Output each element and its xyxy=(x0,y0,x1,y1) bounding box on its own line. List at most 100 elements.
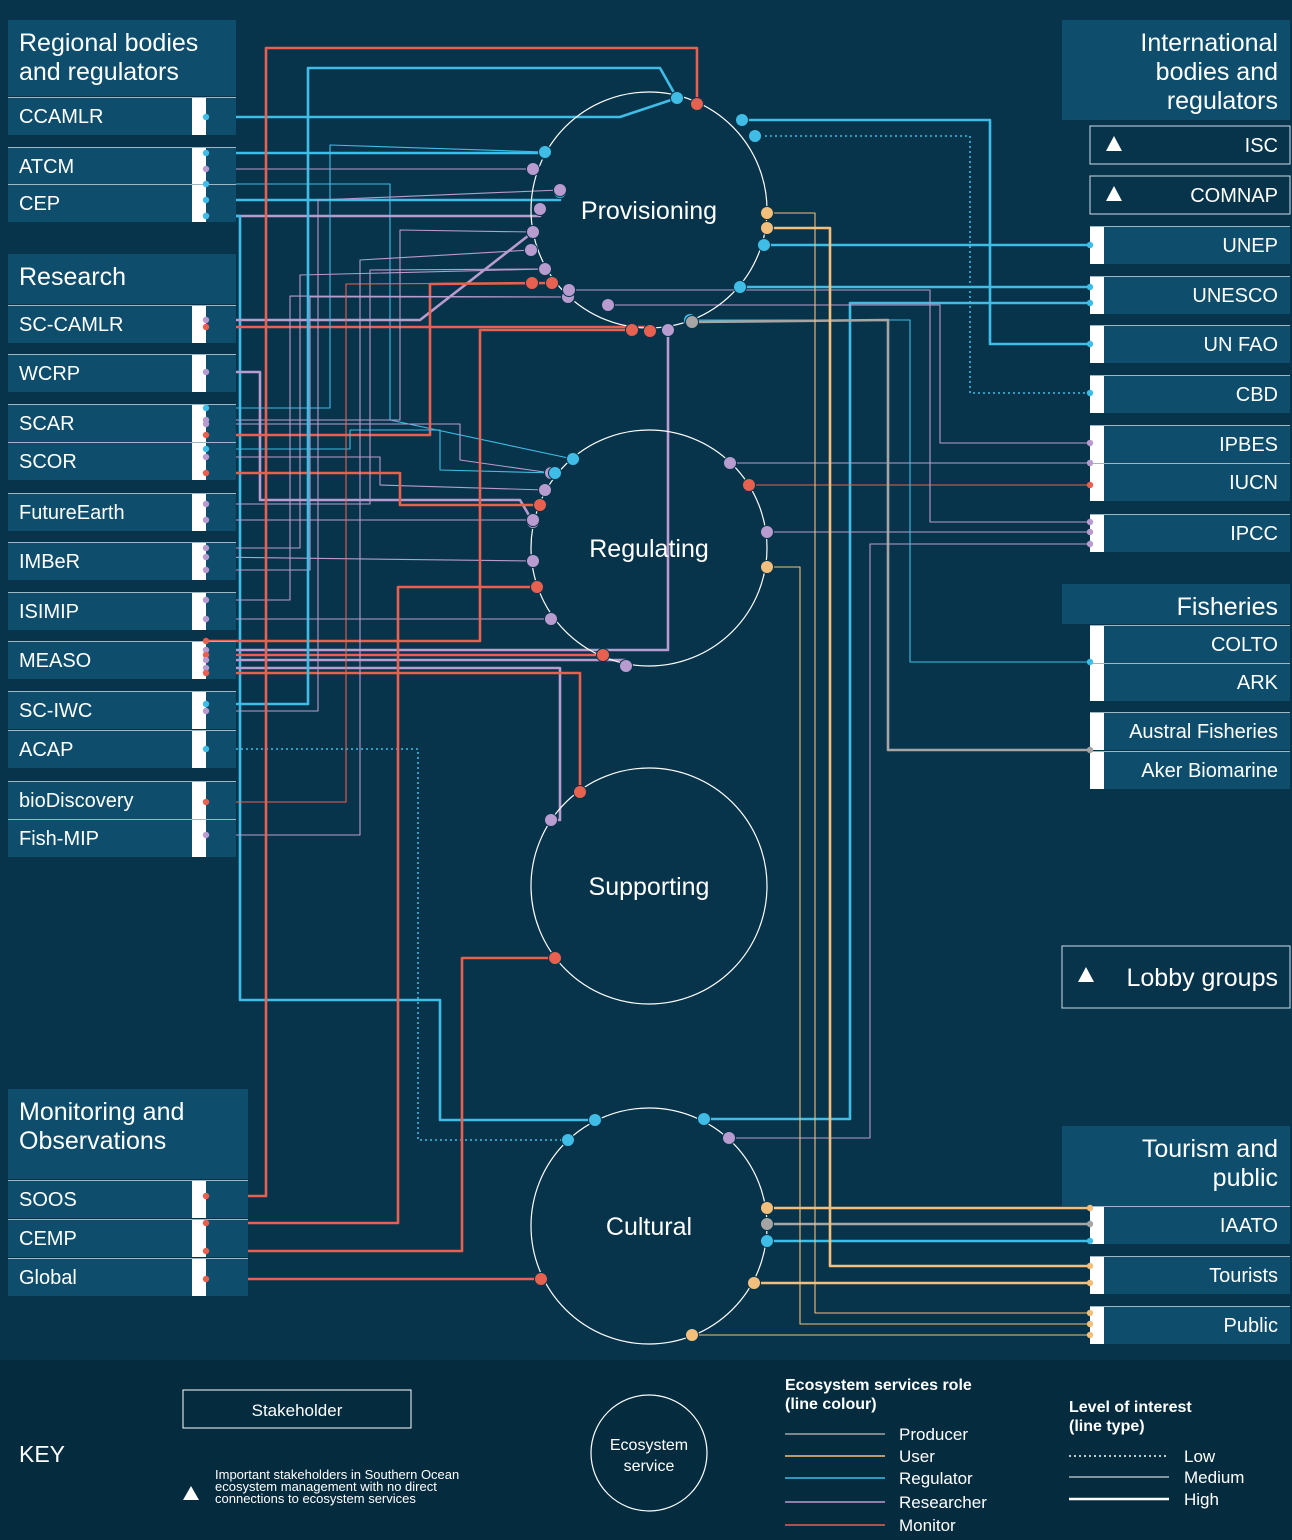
service-dot-reg-public-user xyxy=(760,560,774,574)
connection-futureearth-prov-researcher xyxy=(206,268,546,505)
stakeholder-bar-biodiscovery xyxy=(192,782,206,819)
stakeholder-label-iaato: IAATO xyxy=(1220,1215,1278,1237)
connection-isimip-prov-researcher xyxy=(206,295,569,601)
service-dot-reg-iucn-monitor xyxy=(742,478,756,492)
connection-aker-biomarine-prov-producer xyxy=(691,318,1090,752)
stakeholder-bar-ccamlr xyxy=(192,98,206,135)
connection-un-fao-prov-regulator xyxy=(742,118,1090,346)
stakeholder-bar-atcm xyxy=(192,148,206,185)
stakeholder-dot-cep-regulator xyxy=(202,212,210,220)
stakeholder-bar-unesco xyxy=(1090,277,1104,314)
stakeholder-box-border-scar xyxy=(8,404,236,405)
key-level-label-medium: Medium xyxy=(1184,1468,1244,1487)
stakeholder-label-sc-iwc: SC-IWC xyxy=(19,700,92,722)
connection-scor-reg-monitor xyxy=(206,471,540,507)
stakeholder-label-aker-biomarine: Aker Biomarine xyxy=(1141,760,1278,782)
stakeholder-label-acap: ACAP xyxy=(19,739,73,761)
stakeholder-box-iucn xyxy=(1090,463,1290,501)
stakeholder-bar-scar xyxy=(192,405,206,442)
stakeholder-box-border-ark xyxy=(1090,663,1290,664)
key-triangle-note-line-2: ecosystem management with no direct xyxy=(215,1479,437,1494)
stakeholder-isc-box xyxy=(1089,125,1291,165)
connection-dots xyxy=(202,91,1094,1342)
stakeholder-label-colto: COLTO xyxy=(1211,634,1278,656)
stakeholder-box-austral-fisheries xyxy=(1090,712,1290,750)
stakeholder-dot-imber-researcher xyxy=(202,544,210,552)
group-monitoring-panel xyxy=(8,1089,248,1179)
service-label-regulating: Regulating xyxy=(589,535,709,563)
stakeholder-bar-cbd xyxy=(1090,376,1104,413)
stakeholder-dot-imber-researcher xyxy=(202,566,210,574)
stakeholder-label-measo: MEASO xyxy=(19,650,91,672)
stakeholder-label-atcm: ATCM xyxy=(19,156,74,178)
stakeholder-dot-sc-camlr-researcher xyxy=(202,316,210,324)
stakeholder-bar-iaato xyxy=(1090,1207,1104,1244)
stakeholder-dot-ipcc-researcher xyxy=(1086,528,1094,536)
group-fisheries-title-line-1: Fisheries xyxy=(1177,593,1278,621)
service-dot-reg-scor-researcher xyxy=(538,483,552,497)
stakeholder-label-wcrp: WCRP xyxy=(19,363,80,385)
stakeholder-box-un-fao xyxy=(1090,325,1290,363)
connection-ipcc-prov-researcher xyxy=(569,289,1090,523)
stakeholder-box-ipcc xyxy=(1090,514,1290,552)
group-regional-title-line-2: and regulators xyxy=(19,58,179,86)
stakeholder-box-soos xyxy=(8,1180,248,1218)
connection-public-prov-user xyxy=(767,212,1090,1314)
service-dot-prov-cbd-regulator xyxy=(748,129,762,143)
key-triangle-note-line-3: connections to ecosystem services xyxy=(215,1491,416,1506)
service-dot-sup-measo-monitor xyxy=(573,785,587,799)
service-label-provisioning: Provisioning xyxy=(581,197,717,225)
service-dot-reg-scor-regulator xyxy=(548,466,562,480)
stakeholder-box-border-fish-mip xyxy=(8,819,236,820)
service-dot-prov-sc-iwc-regulator xyxy=(670,91,684,105)
stakeholder-box-border-imber xyxy=(8,542,236,543)
stakeholder-box-tourists xyxy=(1090,1256,1290,1294)
stakeholder-bar-global xyxy=(192,1259,206,1296)
service-dot-reg-ipbes-researcher xyxy=(723,456,737,470)
stakeholder-bar-fish-mip xyxy=(192,820,206,857)
key-level-title-line-1: Level of interest xyxy=(1069,1399,1192,1416)
stakeholder-box-border-ipbes xyxy=(1090,425,1290,426)
service-dot-prov-unep-regulator xyxy=(757,238,771,252)
stakeholder-dot-scor-researcher xyxy=(202,453,210,461)
service-dot-prov-measo-monitor xyxy=(625,323,639,337)
service-dot-sup-measo-researcher xyxy=(544,813,558,827)
stakeholder-dot-atcm-researcher xyxy=(202,165,210,173)
stakeholder-dot-scar-regulator xyxy=(202,404,210,412)
stakeholder-label-tourists: Tourists xyxy=(1209,1265,1278,1287)
service-dot-reg-measo-monitor xyxy=(596,648,610,662)
stakeholder-box-border-cep xyxy=(8,184,236,185)
connection-sc-iwc-prov-regulator xyxy=(206,66,679,706)
stakeholder-box-border-ipcc xyxy=(1090,514,1290,515)
stakeholder-isc-label: ISC xyxy=(1245,135,1278,157)
service-dot-sup-global-monitor xyxy=(548,951,562,965)
connection-sc-iwc-prov-researcher xyxy=(206,189,561,712)
stakeholder-box-border-cbd xyxy=(1090,375,1290,376)
group-research-title-line-1: Research xyxy=(19,263,126,291)
key-level-title-line-2: (line type) xyxy=(1069,1418,1145,1435)
connection-cbd-prov-regulator xyxy=(755,135,1090,394)
stakeholder-box-border-biodiscovery xyxy=(8,781,236,782)
connection-scor-reg-regulator xyxy=(206,429,556,474)
stakeholder-label-futureearth: FutureEarth xyxy=(19,502,125,524)
group-lobby-box xyxy=(1061,945,1291,1009)
service-dot-cult-unesco-regulator xyxy=(697,1112,711,1126)
stakeholder-box-border-un-fao xyxy=(1090,325,1290,326)
stakeholder-box-public xyxy=(1090,1306,1290,1344)
stakeholder-label-fish-mip: Fish-MIP xyxy=(19,828,99,850)
service-dot-prov-sc-iwc-researcher xyxy=(553,183,567,197)
connection-scar-reg-researcher xyxy=(206,423,552,474)
stakeholder-dot-aker-biomarine-producer xyxy=(1086,746,1094,754)
key-ecosystem-label-line-1: Ecosystem xyxy=(610,1437,688,1454)
stakeholder-dot-scor-monitor xyxy=(202,469,210,477)
service-dot-cult-iaato-producer xyxy=(760,1217,774,1231)
stakeholder-dot-iaato-regulator xyxy=(1086,1237,1094,1245)
stakeholder-label-unesco: UNESCO xyxy=(1192,285,1278,307)
connection-tourists-prov-user xyxy=(767,226,1090,1268)
service-dot-cult-cep-regulator xyxy=(588,1113,602,1127)
stakeholder-bar-public xyxy=(1090,1307,1104,1344)
stakeholder-box-iaato xyxy=(1090,1206,1290,1244)
connection-imber-prov-researcher xyxy=(206,268,546,549)
stakeholder-box-border-ccamlr xyxy=(8,97,236,98)
service-dot-cult-iaato-regulator xyxy=(760,1234,774,1248)
